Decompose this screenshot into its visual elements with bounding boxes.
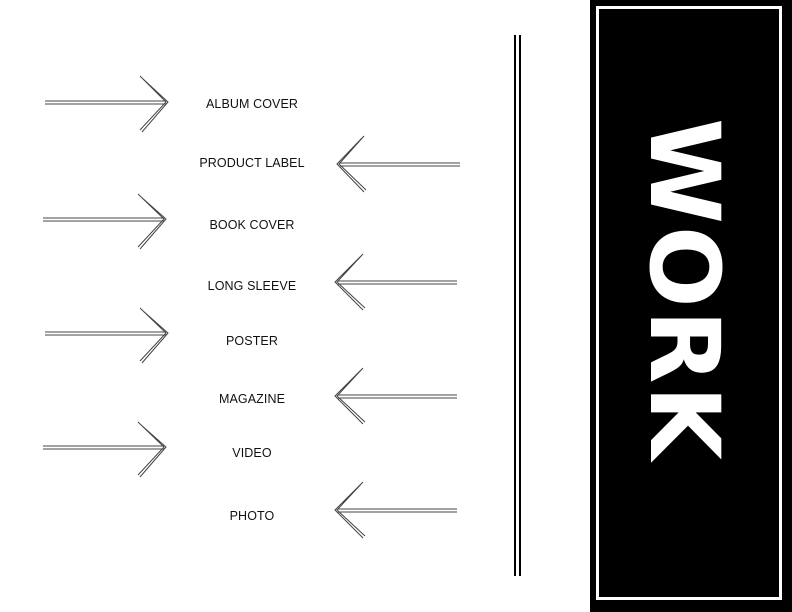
arrow-right-icon bbox=[43, 421, 167, 478]
nav-item-video[interactable]: VIDEO bbox=[232, 446, 272, 460]
arrow-left-icon bbox=[334, 253, 457, 311]
work-title: WORK bbox=[628, 118, 740, 462]
nav-item-product-label[interactable]: PRODUCT LABEL bbox=[199, 156, 305, 170]
arrow-left-icon bbox=[334, 367, 457, 425]
nav-item-photo[interactable]: PHOTO bbox=[229, 509, 275, 523]
work-panel-frame bbox=[596, 6, 782, 600]
arrow-left-icon bbox=[336, 135, 460, 193]
arrow-right-icon bbox=[45, 75, 169, 133]
work-panel bbox=[590, 0, 792, 612]
arrow-left-icon bbox=[334, 481, 457, 539]
divider-line bbox=[519, 35, 521, 576]
nav-item-long-sleeve[interactable]: LONG SLEEVE bbox=[207, 279, 297, 293]
arrow-right-icon bbox=[45, 307, 169, 364]
nav-item-book-cover[interactable]: BOOK COVER bbox=[209, 218, 295, 232]
nav-item-magazine[interactable]: MAGAZINE bbox=[218, 392, 286, 406]
divider-line bbox=[514, 35, 516, 576]
arrow-right-icon bbox=[43, 193, 167, 250]
nav-item-poster[interactable]: POSTER bbox=[226, 334, 278, 348]
nav-item-album-cover[interactable]: ALBUM COVER bbox=[205, 97, 299, 111]
